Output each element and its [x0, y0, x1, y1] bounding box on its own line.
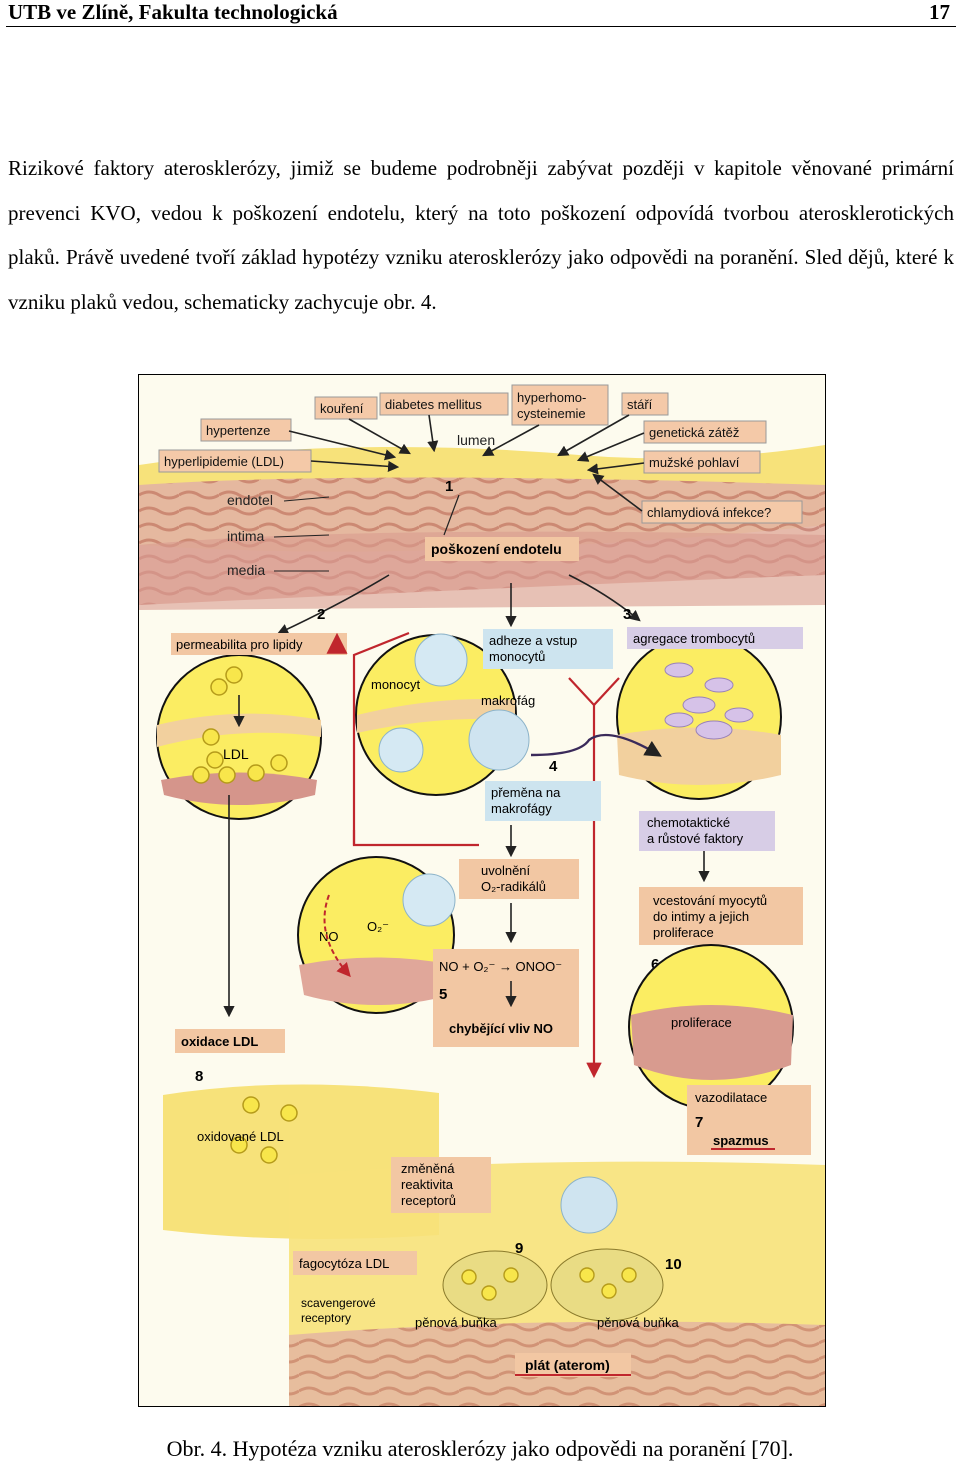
step-7: 7: [695, 1114, 703, 1131]
label-intima: intima: [227, 528, 265, 544]
label-poskozeni-endotelu: poškození endotelu: [431, 541, 562, 557]
label-zmenena-1: změněná: [401, 1161, 455, 1176]
step-2: 2: [317, 606, 325, 623]
step-9: 9: [515, 1240, 523, 1257]
header-title: UTB ve Zlíně, Fakulta technologická: [8, 0, 338, 24]
risk-stari: stáří: [627, 397, 653, 412]
label-reaction: NO + O₂⁻ → ONOO⁻: [439, 959, 562, 974]
label-ldl: LDL: [223, 746, 249, 762]
label-penova-2: pěnová buňka: [597, 1315, 679, 1330]
risk-muzske: mužské pohlaví: [649, 455, 740, 470]
risk-koureni: kouření: [320, 401, 364, 416]
label-uvolneni-2: O₂-radikálů: [481, 879, 546, 894]
risk-chlamydiova: chlamydiová infekce?: [647, 505, 771, 520]
risk-hyperhomo-1: hyperhomo-: [517, 390, 586, 405]
label-media: media: [227, 562, 265, 578]
label-oxidace: oxidace LDL: [181, 1034, 258, 1049]
label-chybejici: chybějící vliv NO: [449, 1021, 553, 1036]
label-permeabilita: permeabilita pro lipidy: [176, 637, 303, 652]
page-number: 17: [929, 0, 950, 24]
label-uvolneni-1: uvolnění: [481, 863, 531, 878]
step-4: 4: [549, 758, 558, 775]
atherosclerosis-figure: kouření diabetes mellitus hyperhomo- cys…: [138, 374, 826, 1407]
label-vcestovani-3: proliferace: [653, 925, 714, 940]
label-oxidovane: oxidované LDL: [197, 1129, 284, 1144]
label-agregace: agregace trombocytů: [633, 631, 755, 646]
label-plat: plát (aterom): [525, 1357, 610, 1373]
label-scavenger-2: receptory: [301, 1311, 351, 1325]
label-chemo-2: a růstové faktory: [647, 831, 744, 846]
label-o2: O₂⁻: [367, 919, 389, 934]
body-paragraph: Rizikové faktory aterosklerózy, jimiž se…: [8, 156, 954, 314]
label-vcestovani-1: vcestování myocytů: [653, 893, 767, 908]
risk-geneticka: genetická zátěž: [649, 425, 739, 440]
figure-diagram: kouření diabetes mellitus hyperhomo- cys…: [139, 384, 825, 1406]
label-zmenena-3: receptorů: [401, 1193, 456, 1208]
label-vazodilatace: vazodilatace: [695, 1090, 767, 1105]
label-monocyt: monocyt: [371, 677, 421, 692]
step-3: 3: [623, 606, 631, 623]
risk-hypertenze: hypertenze: [206, 423, 270, 438]
risk-diabetes: diabetes mellitus: [385, 397, 482, 412]
step-6: 6: [651, 956, 659, 973]
label-scavenger-1: scavengerové: [301, 1296, 376, 1310]
label-spazmus: spazmus: [713, 1133, 769, 1148]
label-premena-2: makrofágy: [491, 801, 552, 816]
label-penova-1: pěnová buňka: [415, 1315, 497, 1330]
step-10: 10: [665, 1256, 682, 1273]
label-endotel: endotel: [227, 492, 273, 508]
label-premena-1: přeměna na: [491, 785, 561, 800]
step-8: 8: [195, 1068, 203, 1085]
step-5: 5: [439, 986, 447, 1003]
label-chemo-1: chemotaktické: [647, 815, 730, 830]
risk-hyperhomo-2: cysteinemie: [517, 406, 586, 421]
page-header: UTB ve Zlíně, Fakulta technologická 17: [6, 0, 956, 27]
label-fagocytoza: fagocytóza LDL: [299, 1256, 389, 1271]
label-proliferace: proliferace: [671, 1015, 732, 1030]
label-makrofag: makrofág: [481, 693, 535, 708]
label-adheze-2: monocytů: [489, 649, 545, 664]
figure-caption: Obr. 4. Hypotéza vzniku aterosklerózy ja…: [166, 1436, 794, 1461]
label-zmenena-2: reaktivita: [401, 1177, 454, 1192]
label-lumen: lumen: [457, 432, 495, 448]
step-1: 1: [445, 478, 453, 495]
risk-hyperlipidemie: hyperlipidemie (LDL): [164, 454, 284, 469]
label-no: NO: [319, 929, 339, 944]
label-adheze-1: adheze a vstup: [489, 633, 577, 648]
label-vcestovani-2: do intimy a jejich: [653, 909, 749, 924]
